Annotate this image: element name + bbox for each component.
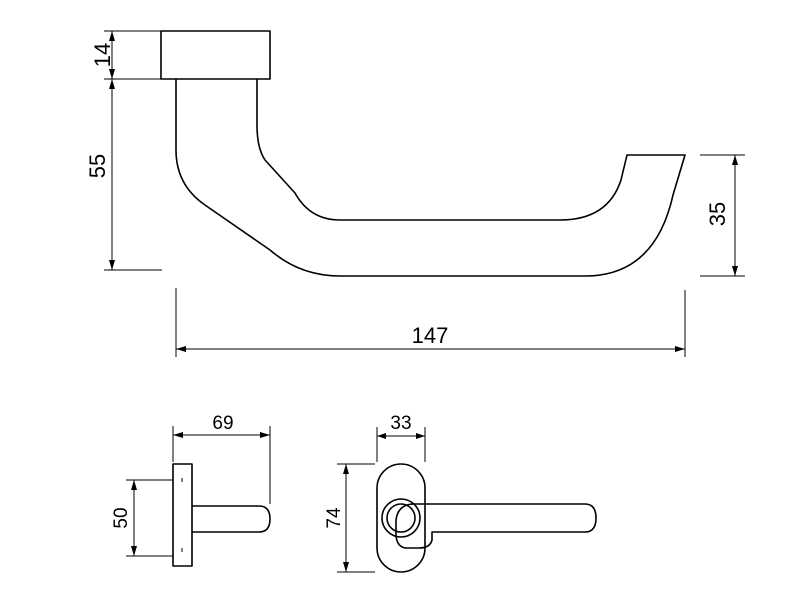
dimension-label-14: 14 [90, 43, 115, 67]
dimension-label-69: 69 [212, 413, 233, 434]
rose-plate-outline [172, 463, 193, 567]
dimension-plate-height: 74 [324, 463, 375, 573]
rose-ring-outer [381, 498, 421, 538]
dimension-label-74: 74 [324, 507, 345, 529]
dimension-label-33: 33 [390, 413, 411, 434]
lever-outline [175, 78, 686, 277]
rose-outline [160, 30, 271, 80]
dimension-label-35: 35 [705, 202, 730, 226]
plan-view: 69 50 [111, 413, 271, 567]
dimension-overall-length: 147 [175, 288, 686, 357]
lever-front-outline [395, 503, 597, 549]
front-view: 33 74 [324, 413, 597, 573]
back-plate-outline [376, 463, 426, 573]
rose-ring-inner [386, 503, 416, 533]
dimension-grip-height: 35 [700, 154, 745, 277]
dimension-rose-height: 14 [90, 30, 161, 80]
dimension-plate-width: 33 [376, 413, 426, 462]
dimension-label-50: 50 [111, 507, 132, 528]
side-view: 14 55 35 147 [85, 30, 745, 357]
dimension-rose-diameter: 50 [111, 479, 173, 557]
lever-stub-outline [191, 505, 271, 533]
dimension-neck-height: 55 [85, 79, 162, 271]
dimension-label-147: 147 [412, 323, 449, 348]
dimension-label-55: 55 [85, 154, 110, 178]
dimension-projection: 69 [172, 413, 271, 504]
